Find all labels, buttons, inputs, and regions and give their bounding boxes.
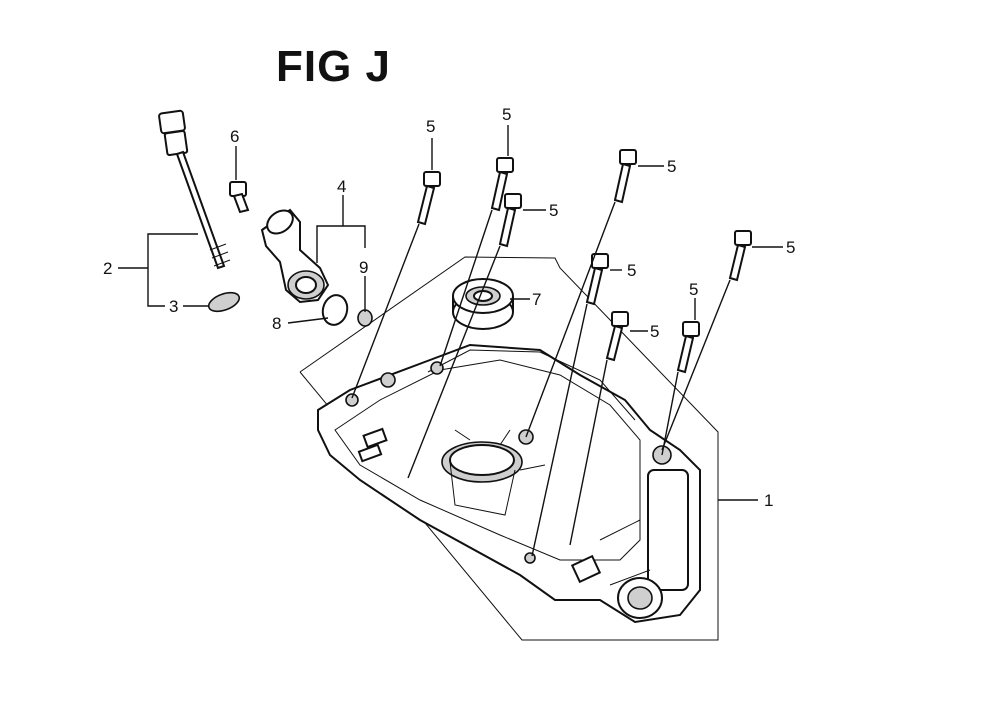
callout-5-b: 5 [502,105,511,124]
callout-8: 8 [272,314,281,333]
callout-7: 7 [532,290,541,309]
callout-5-g: 5 [650,322,659,341]
callout-1: 1 [764,491,773,510]
leader-lines [118,125,783,557]
oil-dipstick [158,109,231,270]
cover-outline-boundary [299,256,719,641]
crankcase-cover [317,343,701,624]
dowel-pin [357,309,373,327]
callout-3: 3 [169,297,178,316]
callout-5-e: 5 [786,238,795,257]
callout-4: 4 [337,177,346,196]
figure-title: FIG J [276,42,392,91]
flange-bolt-6 [229,181,250,214]
callout-5-a: 5 [426,117,435,136]
filler-neck-o-ring [321,294,349,326]
callout-6: 6 [230,127,239,146]
oil-filler-neck [260,208,330,304]
callout-labels: 1 2 3 4 5 5 5 5 5 5 5 5 6 7 8 9 [103,105,795,510]
callout-5-c: 5 [549,201,558,220]
callout-5-f: 5 [627,261,636,280]
flange-bolts-5 [416,149,752,374]
oil-seal [452,278,514,330]
callout-2: 2 [103,259,112,278]
callout-5-d: 5 [667,157,676,176]
dipstick-o-ring [207,291,241,313]
callout-5-h: 5 [689,280,698,299]
callout-9: 9 [359,258,368,277]
